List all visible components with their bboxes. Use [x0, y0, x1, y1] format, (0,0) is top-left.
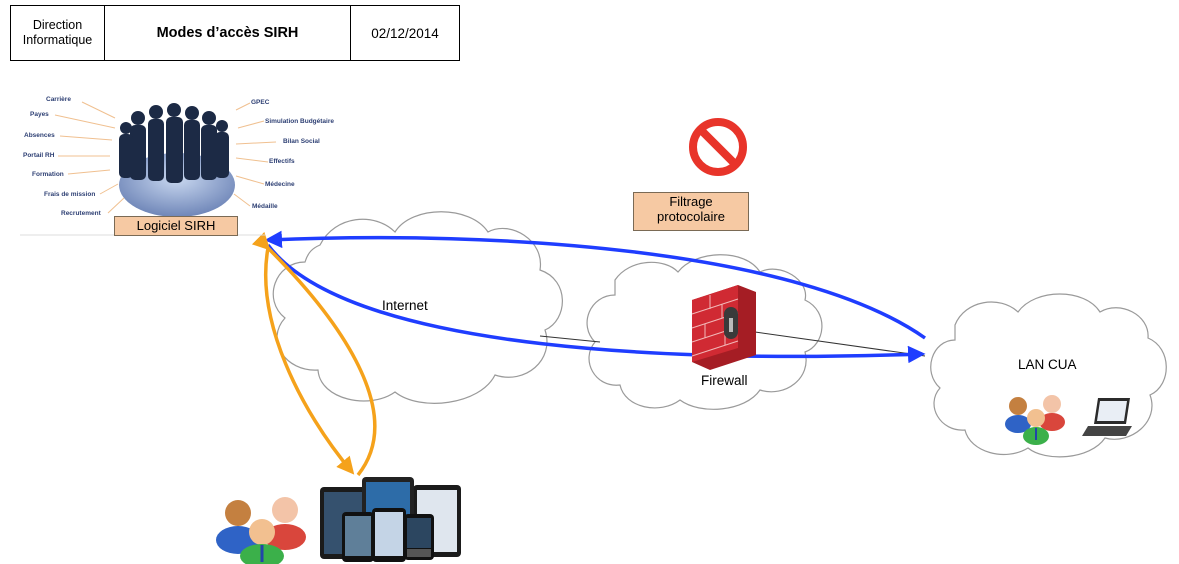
module-label-bilan-social: Bilan Social — [283, 138, 320, 145]
blue-flow-to-lan — [266, 243, 926, 364]
internet-label: Internet — [382, 298, 428, 313]
internet-cloud — [272, 211, 563, 404]
laptop-icon — [1082, 398, 1132, 436]
header-title: Modes d’accès SIRH — [105, 6, 351, 60]
orange-flow-up — [251, 231, 377, 477]
blue-flow-to-sirh — [264, 230, 927, 340]
firewall-lan-link — [754, 331, 926, 357]
sirh-team-image — [119, 103, 235, 217]
lan-cloud — [930, 293, 1167, 458]
module-label-frais-de-mission: Frais de mission — [44, 191, 95, 198]
orange-flow-down — [263, 247, 355, 475]
module-label-carriere: Carrière — [46, 96, 71, 103]
module-label-absences: Absences — [24, 132, 55, 139]
header-date: 02/12/2014 — [371, 25, 439, 41]
internet-firewall-link — [539, 335, 601, 343]
logiciel-sirh-label: Logiciel SIRH — [114, 216, 238, 236]
header-department: Direction Informatique — [11, 6, 105, 60]
mobile-users-icon — [216, 497, 306, 564]
forbidden-icon — [689, 118, 747, 176]
module-label-portail-rh: Portail RH — [23, 152, 55, 159]
mobile-devices-icon — [320, 477, 461, 562]
firewall-label: Firewall — [701, 373, 748, 388]
module-label-medecine: Médecine — [265, 181, 295, 188]
module-label-formation: Formation — [32, 171, 64, 178]
document-header: Direction Informatique Modes d’accès SIR… — [10, 5, 460, 61]
lan-users-icon — [1005, 395, 1065, 445]
module-label-payes: Payes — [30, 111, 49, 118]
lan-label: LAN CUA — [1018, 357, 1077, 372]
module-label-effectifs: Effectifs — [269, 158, 295, 165]
module-label-medaille: Médaille — [252, 203, 278, 210]
firewall-icon — [691, 285, 756, 370]
filtrage-protocolaire-label: Filtrage protocolaire — [633, 192, 749, 231]
module-connectors — [54, 101, 277, 214]
module-label-recrutement: Recrutement — [61, 210, 102, 217]
module-label-simulation-budgetaire: Simulation Budgétaire — [265, 118, 334, 125]
module-label-gpec: GPEC — [251, 99, 270, 106]
